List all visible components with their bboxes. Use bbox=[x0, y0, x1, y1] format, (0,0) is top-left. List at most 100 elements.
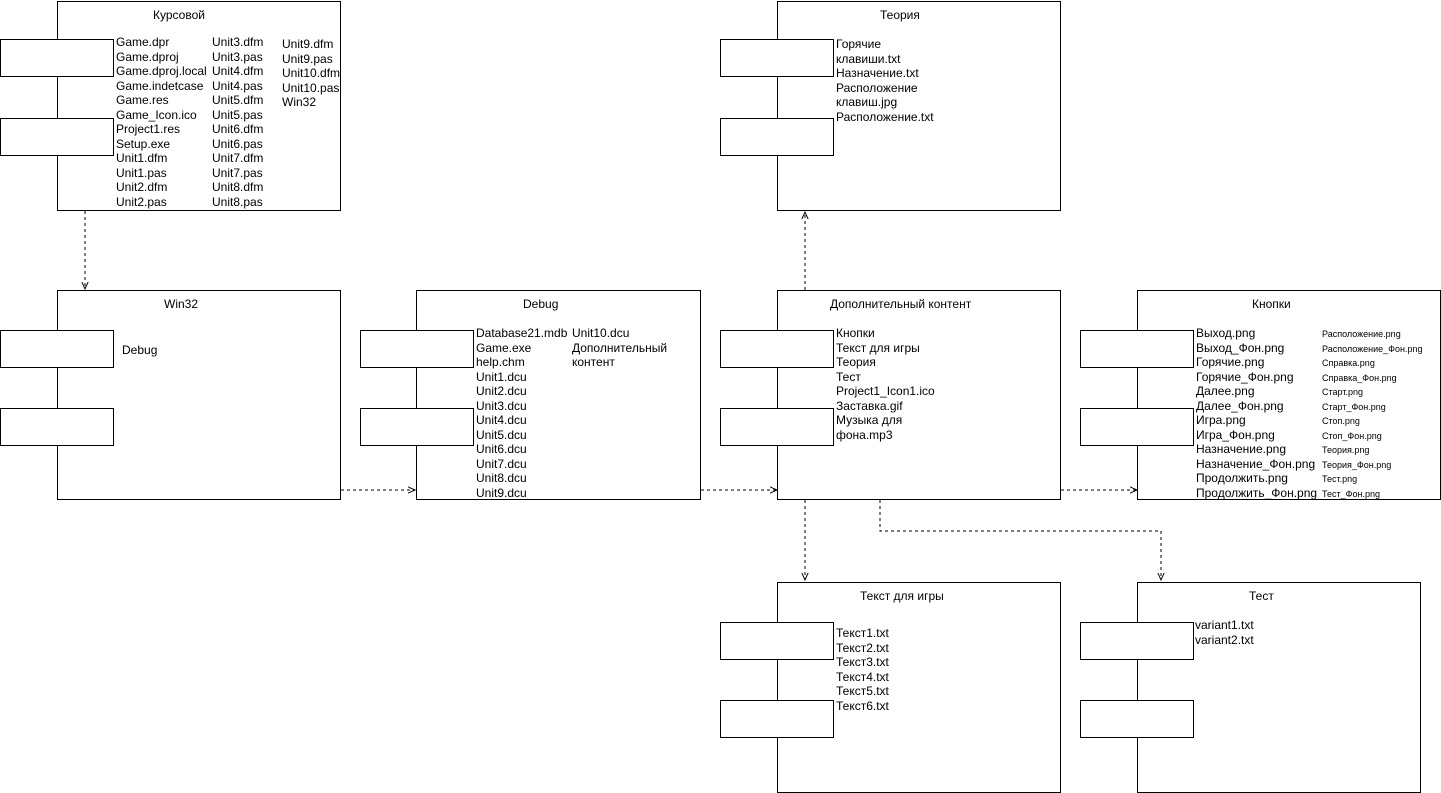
file-item: Game.res bbox=[116, 93, 169, 107]
file-item: Unit7.dcu bbox=[476, 456, 527, 471]
file-item: Теория.png bbox=[1322, 445, 1370, 455]
component-title: Debug bbox=[523, 297, 559, 311]
file-item: Unit1.dcu bbox=[476, 369, 527, 384]
file-item: Unit6.dcu bbox=[476, 442, 527, 456]
file-item: Unit3.dcu bbox=[476, 398, 527, 413]
file-item: Unit5.dcu bbox=[476, 427, 527, 442]
file-item: Справка.png bbox=[1322, 358, 1375, 368]
file-item: Unit8.dfm bbox=[212, 180, 264, 194]
file-item: Заставка.gif bbox=[836, 398, 903, 413]
component-title: Курсовой bbox=[153, 8, 205, 22]
file-item: Тест.png bbox=[1322, 474, 1358, 484]
file-item: Стоп.png bbox=[1322, 416, 1360, 426]
file-item: Продолжить_Фон.png bbox=[1196, 485, 1318, 500]
file-item: Unit9.dfm bbox=[282, 37, 334, 51]
file-item: Музыка для bbox=[836, 413, 903, 427]
file-item: Unit2.dcu bbox=[476, 384, 527, 398]
component-buttons[interactable]: Кнопки bbox=[1137, 290, 1441, 500]
file-item: Текст4.txt bbox=[836, 669, 889, 684]
component-title: Текст для игры bbox=[860, 589, 944, 603]
file-item: Unit7.pas bbox=[212, 165, 263, 180]
component-debug[interactable]: Debug bbox=[416, 290, 701, 500]
file-item: Текст6.txt bbox=[836, 698, 889, 713]
file-item: Unit4.dcu bbox=[476, 413, 527, 427]
file-item: Игра.png bbox=[1196, 413, 1246, 427]
file-list: variant1.txt variant2.txt bbox=[1195, 618, 1254, 647]
file-item: Текст для игры bbox=[836, 340, 920, 355]
file-item: Игра_Фон.png bbox=[1196, 427, 1275, 442]
component-game-text[interactable]: Текст для игры bbox=[777, 582, 1061, 793]
file-item: Старт.png bbox=[1322, 387, 1363, 397]
file-item: variant2.txt bbox=[1195, 632, 1254, 647]
file-item: Project1.res bbox=[116, 122, 181, 136]
file-item: Расположение bbox=[836, 80, 918, 95]
component-port bbox=[0, 118, 114, 156]
component-port bbox=[0, 408, 114, 446]
file-item: контент bbox=[572, 355, 615, 369]
file-item: Назначение.txt bbox=[836, 66, 919, 80]
file-item: Unit7.dfm bbox=[212, 151, 264, 165]
file-item: Дополнительный bbox=[572, 340, 668, 355]
file-item: Unit2.dfm bbox=[116, 180, 168, 194]
file-item: клавиши.txt bbox=[836, 51, 901, 66]
file-item: Unit1.dfm bbox=[116, 151, 168, 165]
file-list: Unit10.dcu Дополнительный контент bbox=[572, 326, 667, 370]
file-item: Текст1.txt bbox=[836, 626, 889, 640]
file-item: Unit6.pas bbox=[212, 136, 263, 151]
file-item: Unit9.dcu bbox=[476, 485, 527, 500]
component-kursovoy[interactable]: Курсовой bbox=[57, 1, 341, 211]
component-test[interactable]: Тест bbox=[1137, 582, 1421, 793]
file-item: Unit3.pas bbox=[212, 49, 263, 64]
file-item: Продолжить.png bbox=[1196, 471, 1288, 485]
file-item: Database21.mdb bbox=[476, 326, 568, 340]
file-item: Unit10.dfm bbox=[282, 66, 341, 80]
file-item: variant1.txt bbox=[1195, 618, 1254, 632]
file-item: Кнопки bbox=[836, 326, 875, 340]
file-item: Теория bbox=[836, 355, 876, 369]
file-list: Database21.mdb Game.exe help.chm Unit1.d… bbox=[476, 326, 567, 500]
component-port bbox=[360, 330, 474, 368]
file-item: Unit5.pas bbox=[212, 107, 263, 122]
file-item: Далее.png bbox=[1196, 384, 1255, 398]
file-item: Текст2.txt bbox=[836, 640, 889, 655]
component-port bbox=[360, 408, 474, 446]
component-title: Кнопки bbox=[1252, 297, 1291, 311]
component-title: Тест bbox=[1249, 589, 1274, 603]
file-item: Unit9.pas bbox=[282, 51, 333, 66]
file-item: Горячие bbox=[836, 37, 882, 51]
component-port bbox=[720, 118, 834, 156]
file-item: Debug bbox=[122, 343, 158, 357]
file-item: Project1_Icon1.ico bbox=[836, 384, 935, 398]
file-list: Unit3.dfm Unit3.pas Unit4.dfm Unit4.pas … bbox=[212, 35, 263, 209]
file-item: клавиш.jpg bbox=[836, 95, 898, 109]
component-port bbox=[720, 700, 834, 738]
file-list: Game.dpr Game.dproj Game.dproj.local Gam… bbox=[116, 35, 207, 209]
file-item: Unit2.pas bbox=[116, 194, 167, 209]
file-item: Unit4.pas bbox=[212, 78, 263, 93]
file-item: Назначение.png bbox=[1196, 442, 1287, 456]
component-port bbox=[720, 39, 834, 77]
component-port bbox=[0, 330, 114, 368]
file-list: Кнопки Текст для игры Теория Тест Projec… bbox=[836, 326, 935, 442]
file-item: фона.mp3 bbox=[836, 427, 893, 442]
component-title: Теория bbox=[880, 8, 920, 22]
file-item: Выход_Фон.png bbox=[1196, 340, 1285, 355]
file-item: Тест_Фон.png bbox=[1322, 488, 1380, 499]
file-item: Unit10.dcu bbox=[572, 326, 630, 340]
component-extra-content[interactable]: Дополнительный контент bbox=[777, 290, 1061, 500]
file-item: Unit6.dfm bbox=[212, 122, 264, 136]
file-item: Теория_Фон.png bbox=[1322, 459, 1392, 470]
component-port bbox=[720, 622, 834, 660]
component-port bbox=[720, 408, 834, 446]
file-item: Расположение.txt bbox=[836, 109, 934, 124]
component-title: Win32 bbox=[164, 297, 199, 311]
file-item: Game.dpr bbox=[116, 35, 170, 49]
file-item: Unit3.dfm bbox=[212, 35, 264, 49]
file-list: Unit9.dfm Unit9.pas Unit10.dfm Unit10.pa… bbox=[282, 37, 340, 110]
component-win32[interactable]: Win32 bbox=[57, 290, 341, 500]
file-item: Game_Icon.ico bbox=[116, 107, 197, 122]
file-item: Горячие.png bbox=[1196, 355, 1265, 369]
component-port bbox=[1080, 700, 1194, 738]
file-item: Game.exe bbox=[476, 340, 532, 355]
component-theory[interactable]: Теория bbox=[777, 1, 1061, 211]
